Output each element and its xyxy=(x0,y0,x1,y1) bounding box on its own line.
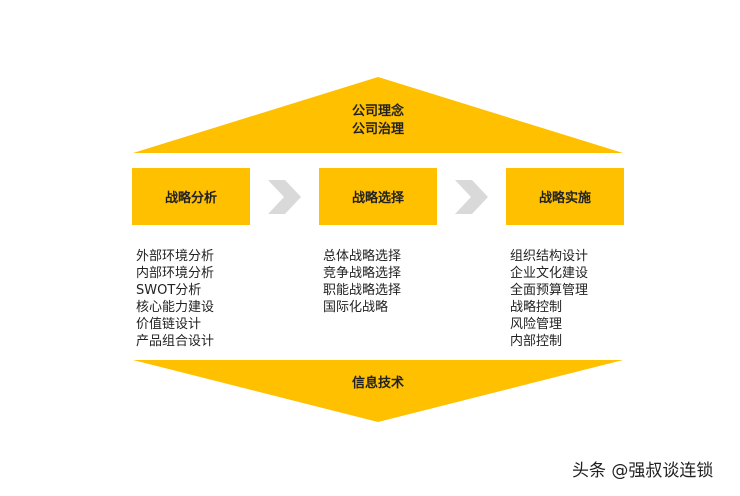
list-item: 产品组合设计 xyxy=(136,334,215,349)
top-triangle xyxy=(133,77,623,153)
watermark: 头条 @强叔谈连锁 xyxy=(572,461,714,481)
top-label: 公司理念 公司治理 xyxy=(300,103,456,139)
bottom-label: 信息技术 xyxy=(351,376,404,391)
bottom-triangle xyxy=(133,360,623,422)
arrow-icon xyxy=(268,180,301,214)
stage-box: 战略分析 xyxy=(132,168,250,225)
stage-box: 战略选择 xyxy=(319,168,437,225)
list-item: 国际化战略 xyxy=(323,300,389,315)
stage-list: 组织结构设计 企业文化建设 全面预算管理 战略控制 风险管理 内部控制 xyxy=(510,248,588,350)
stage-list: 总体战略选择 竞争战略选择 职能战略选择 国际化战略 xyxy=(323,248,401,316)
list-item: 内部控制 xyxy=(510,334,563,349)
list-item: 竞争战略选择 xyxy=(323,266,402,281)
list-item: 内部环境分析 xyxy=(136,266,215,281)
list-item: 核心能力建设 xyxy=(136,300,215,315)
list-item: 全面预算管理 xyxy=(510,283,589,298)
list-item: SWOT分析 xyxy=(136,283,202,298)
list-item: 企业文化建设 xyxy=(510,266,589,281)
list-item: 战略控制 xyxy=(510,300,563,315)
list-item: 价值链设计 xyxy=(136,317,202,332)
list-item: 风险管理 xyxy=(510,317,563,332)
top-line: 公司理念 xyxy=(351,104,404,119)
stage-list: 外部环境分析 内部环境分析 SWOT分析 核心能力建设 价值链设计 产品组合设计 xyxy=(136,248,214,350)
list-item: 外部环境分析 xyxy=(136,249,215,264)
list-item: 组织结构设计 xyxy=(510,249,589,264)
stage-box: 战略实施 xyxy=(506,168,624,225)
top-line: 公司治理 xyxy=(351,122,404,137)
list-item: 总体战略选择 xyxy=(323,249,402,264)
arrow-icon xyxy=(455,180,488,214)
list-item: 职能战略选择 xyxy=(323,283,402,298)
